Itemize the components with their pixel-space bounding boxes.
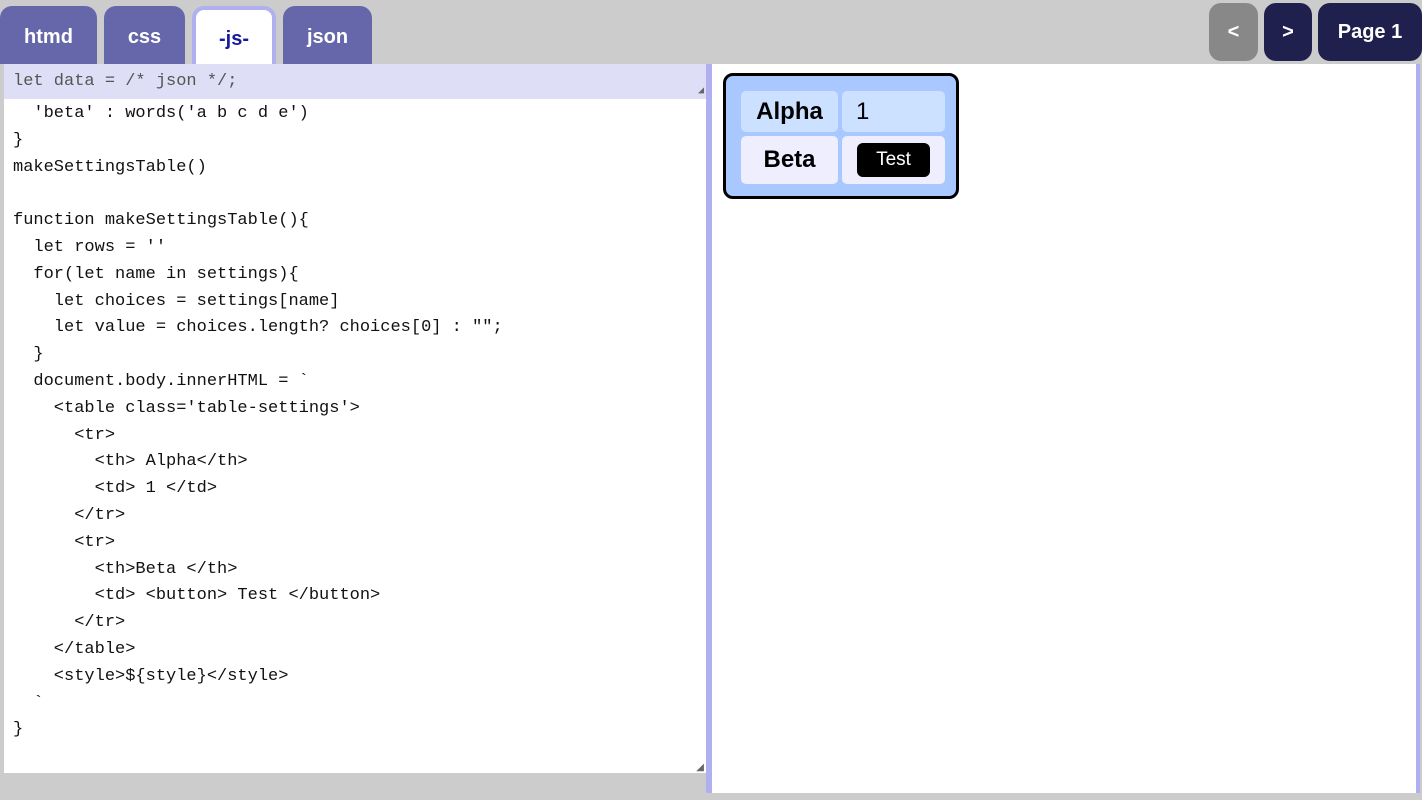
page-indicator[interactable]: Page 1 [1318, 3, 1422, 61]
pane-divider[interactable] [706, 64, 712, 793]
beta-header: Beta [741, 136, 838, 184]
preview-border [1416, 64, 1420, 793]
settings-table: Alpha 1 Beta Test [723, 73, 959, 199]
alpha-header: Alpha [741, 91, 838, 132]
editor-header-input[interactable]: let data = /* json */; ◢ [4, 64, 706, 99]
tab-css[interactable]: css [104, 6, 185, 64]
tab-htmd[interactable]: htmd [0, 6, 97, 64]
resize-grip-icon[interactable]: ◢ [697, 86, 704, 97]
tab-json[interactable]: json [283, 6, 372, 64]
code-editor[interactable]: let data = /* json */; ◢ 'beta' : words('… [4, 64, 706, 773]
test-button[interactable]: Test [857, 143, 930, 177]
editor-header-text: let data = /* json */; [13, 72, 238, 91]
next-page-button[interactable]: > [1264, 3, 1312, 61]
tab-js[interactable]: -js- [192, 6, 276, 64]
code-text[interactable]: 'beta' : words('a b c d e') } makeSettin… [13, 104, 503, 740]
resize-grip-icon[interactable]: ◢ [696, 762, 704, 773]
alpha-value: 1 [842, 91, 945, 132]
beta-value: Test [842, 136, 945, 184]
prev-page-button[interactable]: < [1209, 3, 1258, 61]
preview-pane: Alpha 1 Beta Test [712, 64, 1416, 793]
